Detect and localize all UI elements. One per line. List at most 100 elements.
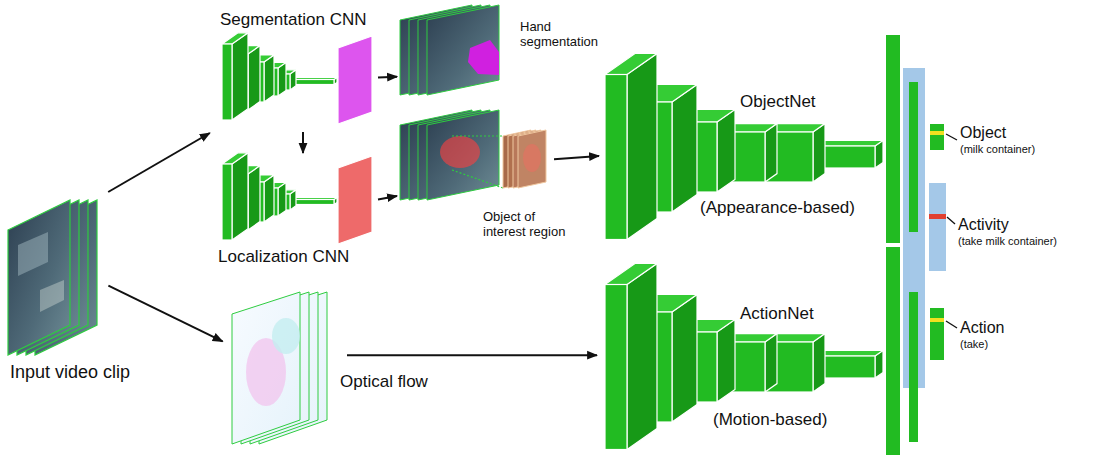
output-peak (930, 318, 944, 322)
feature-bar (909, 82, 918, 232)
leader-line (946, 321, 957, 328)
label-slot: Input video clip (10, 362, 130, 383)
feature-bar (886, 35, 900, 243)
video-frame (427, 110, 499, 200)
pipeline-part: Activity(take milk container) (928, 183, 946, 271)
pipeline-part: ActionNet (Motion-based) (603, 247, 883, 455)
video-frame (8, 200, 70, 355)
leader-line (947, 217, 955, 224)
output-bar (930, 124, 944, 150)
layer-front (605, 75, 627, 240)
hand-frames (400, 5, 499, 95)
part-label: Localization CNN (218, 247, 349, 267)
crop-frame (518, 130, 546, 188)
label-slot: Object of interest region (483, 210, 578, 240)
label-slot: Optical flow (340, 372, 428, 392)
part-label: Segmentation CNN (220, 10, 366, 30)
layer-top (222, 153, 248, 164)
cnn-figure (222, 153, 337, 240)
flow-arrow (302, 132, 304, 153)
layer-side (813, 334, 825, 392)
part-sublabel: (Appearance-based) (700, 198, 855, 218)
layer-side (248, 46, 260, 110)
label-slot: Segmentation CNN (220, 10, 366, 30)
label-slot: Object (960, 124, 1006, 142)
pipeline-part: Hand segmentation (400, 3, 505, 95)
layer-side (232, 33, 248, 120)
part-sublabel: (take milk container) (958, 235, 1057, 248)
flow-arrow (378, 196, 397, 200)
cnn-figures (222, 33, 883, 450)
part-sublabel: (milk container) (960, 143, 1035, 156)
label-slot: ObjectNet (740, 92, 816, 112)
pipeline-part: Object of interest region (400, 110, 550, 200)
flow-blob (272, 318, 300, 354)
part-label: Hand segmentation (520, 20, 610, 50)
object-frames (400, 110, 546, 200)
label-slot: Activity (958, 216, 1009, 234)
layer-top (222, 33, 248, 44)
video-frame (427, 5, 499, 95)
hand-mask (468, 40, 499, 75)
label-slot: (milk container) (960, 143, 1035, 156)
pipeline-part: Input video clip (8, 195, 103, 355)
pipeline-part: Segmentation CNN (215, 35, 375, 130)
scene-detail (18, 232, 48, 276)
part-label: Object of interest region (483, 210, 578, 240)
label-slot: Hand segmentation (520, 20, 610, 50)
output-bar (930, 308, 944, 360)
layer-side (672, 85, 697, 213)
label-slot: Localization CNN (218, 247, 349, 267)
layer-side (765, 124, 777, 182)
label-slot: (Appearance-based) (700, 198, 855, 218)
layer-top (605, 264, 657, 285)
layer-side (264, 55, 274, 102)
part-label: Action (960, 319, 1004, 337)
label-slot: Action (960, 319, 1004, 337)
layer-side (232, 153, 248, 240)
output-bar (929, 183, 946, 271)
layer-side (264, 175, 274, 222)
output-peak (929, 214, 946, 219)
layer-top (605, 54, 657, 75)
flow-frames (232, 292, 327, 444)
label-slot: ActionNet (740, 304, 814, 324)
label-slot: (take milk container) (958, 235, 1057, 248)
layer-front (222, 44, 232, 120)
flow-frame (232, 292, 300, 444)
layer-side (627, 264, 657, 450)
part-label: Activity (958, 216, 1009, 234)
part-label: ObjectNet (740, 92, 816, 112)
layer-side (627, 54, 657, 240)
flow-arrow (347, 354, 597, 356)
pipeline-part: Object(milk container) (928, 123, 946, 151)
layer-front (605, 285, 627, 450)
leader-line (946, 134, 957, 140)
layer-side (248, 166, 260, 230)
output-peak (930, 131, 944, 135)
layer-side (672, 295, 697, 423)
label-slot: (take) (960, 338, 988, 351)
crop-detail (523, 144, 541, 172)
part-label: ActionNet (740, 304, 814, 324)
pipeline-part: Localization CNN (215, 155, 375, 245)
label-slot: (Motion-based) (713, 410, 827, 430)
layer-side (765, 334, 777, 392)
cnn-figure (605, 54, 883, 240)
flow-arrow (108, 286, 222, 342)
cnn-figure (605, 264, 883, 450)
pipeline-part: Optical flow (228, 288, 333, 448)
cnn-figure (222, 33, 337, 120)
part-sublabel: (Motion-based) (713, 410, 827, 430)
layer-front (222, 164, 232, 240)
part-sublabel: (take) (960, 338, 988, 351)
crop-guide (452, 135, 503, 136)
flow-arrow (554, 156, 599, 159)
part-label: Optical flow (340, 372, 428, 392)
segmentation-map (338, 36, 372, 124)
part-label: Object (960, 124, 1006, 142)
layer-side (717, 109, 735, 192)
flow-arrow (108, 133, 210, 192)
pipeline-part: Action(take) (928, 308, 946, 360)
